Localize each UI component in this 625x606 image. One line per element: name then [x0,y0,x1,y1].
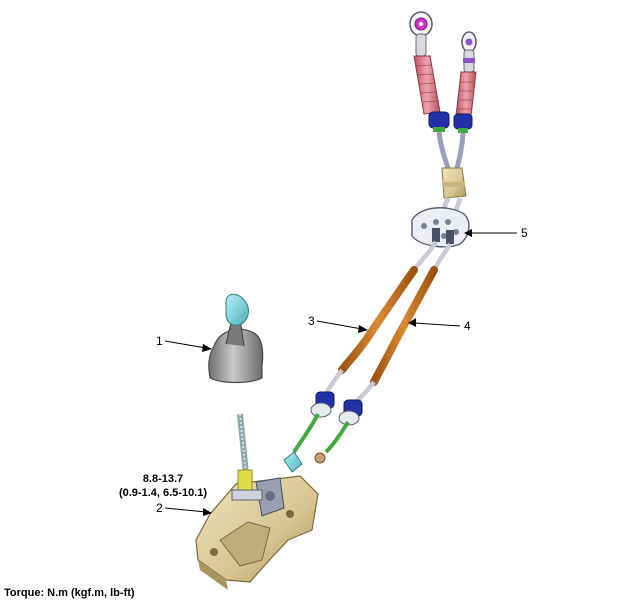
dust-boot-left [413,55,441,115]
callout-2: 2 [156,501,163,515]
blue-collar-upper-left [428,111,450,132]
cable-end-eyelet-right [461,31,477,73]
select-cable-4 [370,266,438,386]
cable-upper-ends [409,11,477,199]
torque-units-footnote: Torque: N.m (kgf.m, lb-ft) [4,587,135,599]
torque-spec-kgfm-lbft: (0.9-1.4, 6.5-10.1) [118,487,208,499]
shift-cable-3 [338,266,418,374]
cable-lower-end-4 [314,399,363,464]
blue-collar-upper-right [453,113,473,133]
torque-spec-nm: 8.8-13.7 [142,473,184,485]
callout-4: 4 [464,319,471,333]
cable-clip-sleeve [441,167,467,199]
callout-1: 1 [156,334,163,348]
cable-end-eyelet-left [409,11,433,57]
cable-lower-end-3 [283,391,335,473]
callout-5: 5 [521,226,528,240]
leader-lines [164,229,517,516]
shift-knob-and-boot [208,293,264,384]
dust-boot-right [455,71,477,117]
cable-core-4-upper [431,242,452,272]
cable-mounting-bracket [411,207,470,248]
torque-spec: 8.8-13.7 (0.9-1.4, 6.5-10.1) [98,472,228,500]
shifter-lever-assembly [195,413,319,590]
callout-3: 3 [308,314,315,328]
cable-core-3-upper [412,240,438,272]
